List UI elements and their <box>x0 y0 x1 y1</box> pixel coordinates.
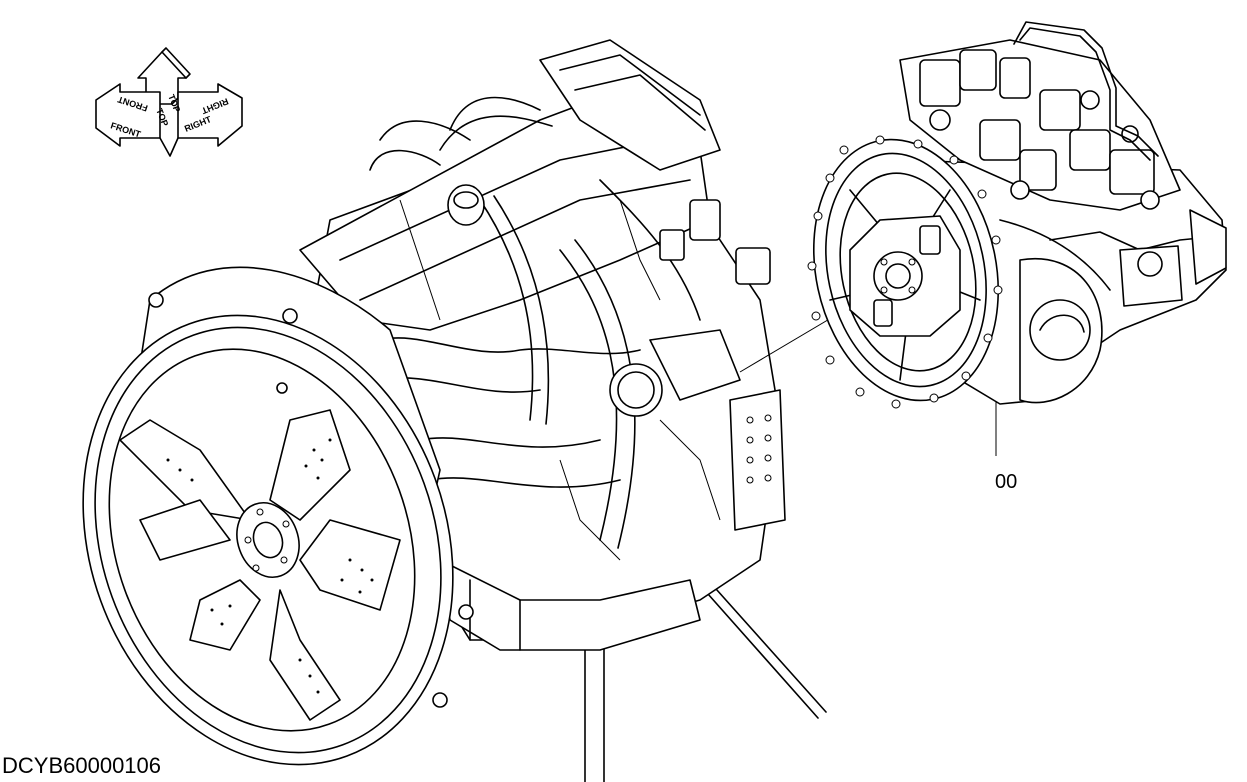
callout-number: 00 <box>995 471 1017 493</box>
orientation-arrows-icon: FRONT FRONT RIGHT RIGHT TOP TOP <box>95 47 243 157</box>
engine-illustration <box>82 39 827 782</box>
hydraulic-pump-illustration <box>807 21 1227 409</box>
drawing-code: DCYB60000106 <box>2 753 161 778</box>
